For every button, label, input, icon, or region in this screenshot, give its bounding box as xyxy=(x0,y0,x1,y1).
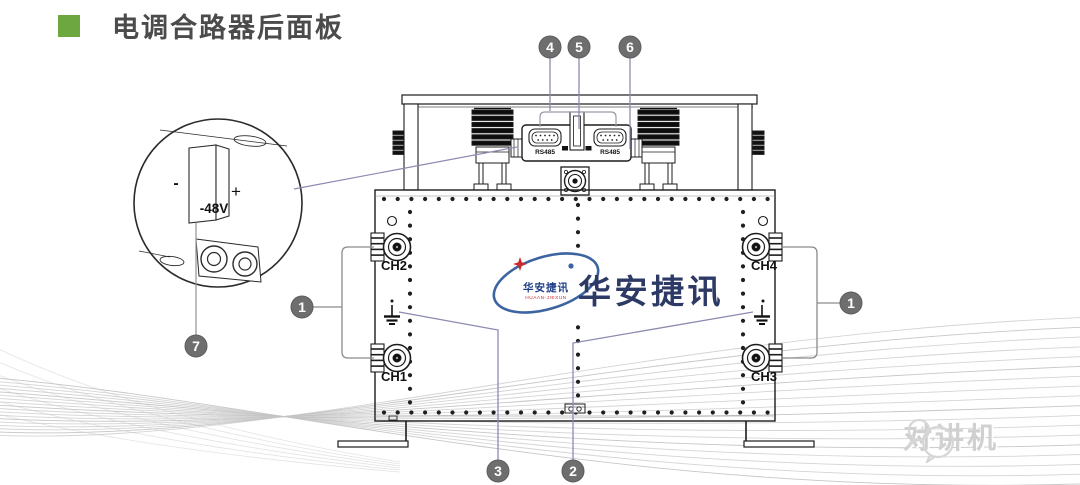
edge-motor-fins xyxy=(392,130,765,155)
callout-7: 7 xyxy=(184,334,208,358)
rear-panel-plate xyxy=(374,189,776,422)
power-detail-magnifier: - + -48V xyxy=(133,118,303,288)
callout-1-left: 1 xyxy=(290,295,314,319)
minus-symbol: - xyxy=(173,175,178,192)
svg-text:1: 1 xyxy=(298,299,306,315)
center-slot xyxy=(562,111,592,151)
voltage-label: -48V xyxy=(200,201,229,216)
wechat-bubbles-icon xyxy=(907,418,955,463)
page-title: 电调合路器后面板 xyxy=(112,13,344,43)
svg-text:6: 6 xyxy=(626,39,634,55)
logo-orbit-dot xyxy=(568,263,574,269)
rs485-port-right xyxy=(593,128,627,147)
svg-text:1: 1 xyxy=(847,295,855,311)
rivet-dots xyxy=(381,196,770,415)
logo-orbit-icon xyxy=(492,252,600,314)
callout-5: 5 xyxy=(567,35,591,59)
callout-leader-lines xyxy=(195,58,841,460)
tuning-motors xyxy=(471,107,680,191)
logo-star-icon xyxy=(513,257,527,271)
rs485-right-label: RS485 xyxy=(600,149,620,156)
page-header: 电调合路器后面板 xyxy=(58,6,344,45)
combiner-drawing: RS485 RS485 xyxy=(337,94,815,448)
ch1-label: CH1 xyxy=(381,369,407,384)
screw-terminals xyxy=(195,238,262,283)
watermark: 对讲机 xyxy=(903,415,999,463)
callout-4: 4 xyxy=(538,35,562,59)
logo-emblem-subtext: HUAAN-JIEXUN xyxy=(525,295,566,301)
bottom-ground-stud xyxy=(564,403,586,414)
svg-text:2: 2 xyxy=(569,463,577,479)
ch2-label: CH2 xyxy=(381,258,407,273)
svg-text:4: 4 xyxy=(546,39,554,55)
rs485-module: RS485 RS485 xyxy=(510,111,643,162)
green-square-bullet xyxy=(58,14,80,37)
plus-symbol: + xyxy=(231,182,241,201)
callout-2: 2 xyxy=(561,459,585,483)
logo-brand-text: 华安捷讯 xyxy=(578,273,724,310)
magnifier-leader xyxy=(293,146,518,190)
svg-text:5: 5 xyxy=(575,39,583,55)
ch4-label: CH4 xyxy=(751,258,778,273)
ground-symbols xyxy=(384,305,770,325)
callouts: 1 1 2 3 4 5 6 7 xyxy=(184,35,863,483)
rs485-port-left xyxy=(528,128,562,147)
brand-logo: 华安捷讯 HUAAN-JIEXUN 华安捷讯 xyxy=(492,252,724,314)
rs485-left-label: RS485 xyxy=(535,149,555,156)
svg-text:3: 3 xyxy=(494,463,502,479)
decorative-wave-lines xyxy=(0,317,1080,485)
callout-1-right: 1 xyxy=(839,291,863,315)
callout-6: 6 xyxy=(618,35,642,59)
mounting-feet xyxy=(337,415,815,448)
power-terminal-block xyxy=(188,144,230,224)
svg-text:7: 7 xyxy=(192,338,200,354)
logo-emblem-text: 华安捷讯 xyxy=(523,281,569,294)
callout-3: 3 xyxy=(486,459,510,483)
ch3-label: CH3 xyxy=(751,369,777,384)
n-connector-top xyxy=(560,166,590,196)
